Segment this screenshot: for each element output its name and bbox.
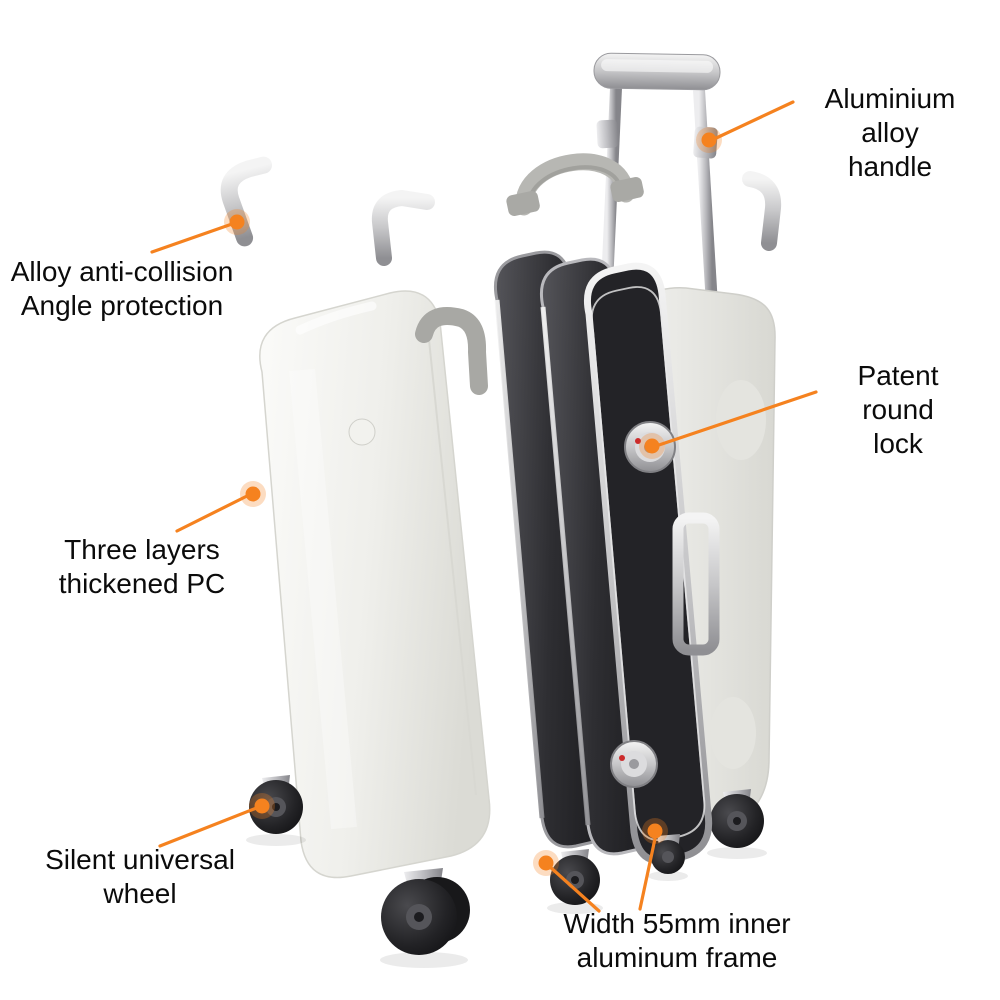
leader-line [158, 805, 261, 848]
inner-frame-layers [493, 250, 708, 861]
callout-aluminium-alloy-handle: Aluminium alloy handle [824, 83, 956, 183]
callout-dot [249, 793, 275, 819]
callout-dots [224, 127, 722, 876]
frame-wheel-icon [648, 834, 688, 881]
leader-line [175, 493, 251, 533]
telescopic-handle-icon [593, 52, 721, 306]
round-lock-bottom-icon [610, 740, 658, 788]
side-handle-icon [672, 512, 720, 656]
callout-dot [639, 433, 665, 459]
leader-line [654, 390, 818, 448]
corner-protector-icon [371, 189, 435, 266]
callout-dot [240, 481, 266, 507]
front-bottom-wheel-icon [380, 868, 470, 968]
leader-line [710, 100, 795, 142]
corner-protector-icon [742, 171, 782, 251]
leader-line [150, 222, 234, 254]
corner-protector-icon [220, 156, 273, 247]
carry-handle-icon [506, 153, 644, 216]
back-wheel-icon [707, 789, 767, 859]
leader-lines [150, 100, 818, 913]
leader-line [638, 832, 658, 911]
callout-inner-aluminum-frame: Width 55mm inner aluminum frame [563, 908, 791, 974]
front-wheel-icon [246, 775, 306, 846]
callout-dot [696, 127, 722, 153]
callout-three-layers-pc: Three layers thickened PC [58, 534, 226, 600]
callout-alloy-anti-collision: Alloy anti-collision Angle protection [10, 256, 234, 322]
callout-dot [642, 818, 668, 844]
leader-line [547, 864, 601, 913]
middle-wheel-icon [547, 849, 603, 914]
callout-dot [224, 209, 250, 235]
front-shell [259, 290, 491, 879]
callout-patent-round-lock: Patent round lock [857, 360, 939, 460]
callout-silent-universal-wheel: Silent universal wheel [45, 844, 235, 910]
callout-dot [533, 850, 559, 876]
